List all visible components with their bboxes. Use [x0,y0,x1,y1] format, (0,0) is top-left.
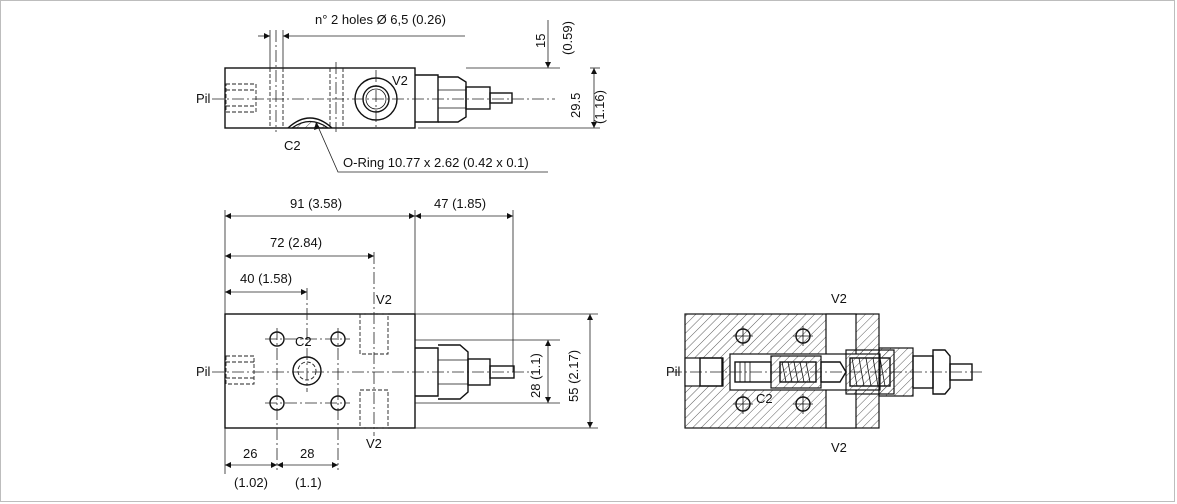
top-view-pil-label: Pil [196,91,211,106]
dim-29-5: 29.5 [568,93,583,118]
top-view-body [224,67,416,129]
oring-note: O-Ring 10.77 x 2.62 (0.42 x 0.1) [343,155,529,170]
top-view-pil-port [225,83,257,113]
section-view: Pil V2 V2 C2 [666,291,985,455]
front-view-body [224,313,416,429]
dim-72: 72 (2.84) [270,235,322,250]
section-view-poppet [820,361,847,383]
dim-26-in: (1.02) [234,475,268,490]
dim-40: 40 (1.58) [240,271,292,286]
front-view-c2-label: C2 [295,334,312,349]
dim-47: 47 (1.85) [434,196,486,211]
dim-28: 28 [300,446,314,461]
dim-28-vertical: 28 (1.1) [528,353,543,398]
front-view-v2-top-label: V2 [376,292,392,307]
dim-55: 55 (2.17) [566,350,581,402]
dim-15: 15 [533,34,548,48]
section-view-pil-label: Pil [666,364,681,379]
front-view-v2-bottom-label: V2 [366,436,382,451]
section-view-v2-top-label: V2 [831,291,847,306]
top-view-c2-label: C2 [284,138,301,153]
front-view: Pil V2 V2 C2 91 (3.58) 47 (1.85) 72 (2.8… [196,196,598,490]
top-view-v2-label: V2 [392,73,408,88]
dim-91: 91 (3.58) [290,196,342,211]
top-view-oring-seat [287,117,333,129]
dim-26: 26 [243,446,257,461]
section-view-c2-label: C2 [756,391,773,406]
section-view-v2-bottom-label: V2 [831,440,847,455]
front-view-pil-label: Pil [196,364,211,379]
dim-28-in: (1.1) [295,475,322,490]
dim-29-5-in: (1.16) [592,90,607,124]
dim-15-in: (0.59) [560,21,575,55]
front-view-pil-port [225,355,255,385]
top-view: Pil V2 C2 n° 2 holes Ø 6,5 (0.26) O-Ring… [196,12,607,173]
holes-note: n° 2 holes Ø 6,5 (0.26) [315,12,446,27]
